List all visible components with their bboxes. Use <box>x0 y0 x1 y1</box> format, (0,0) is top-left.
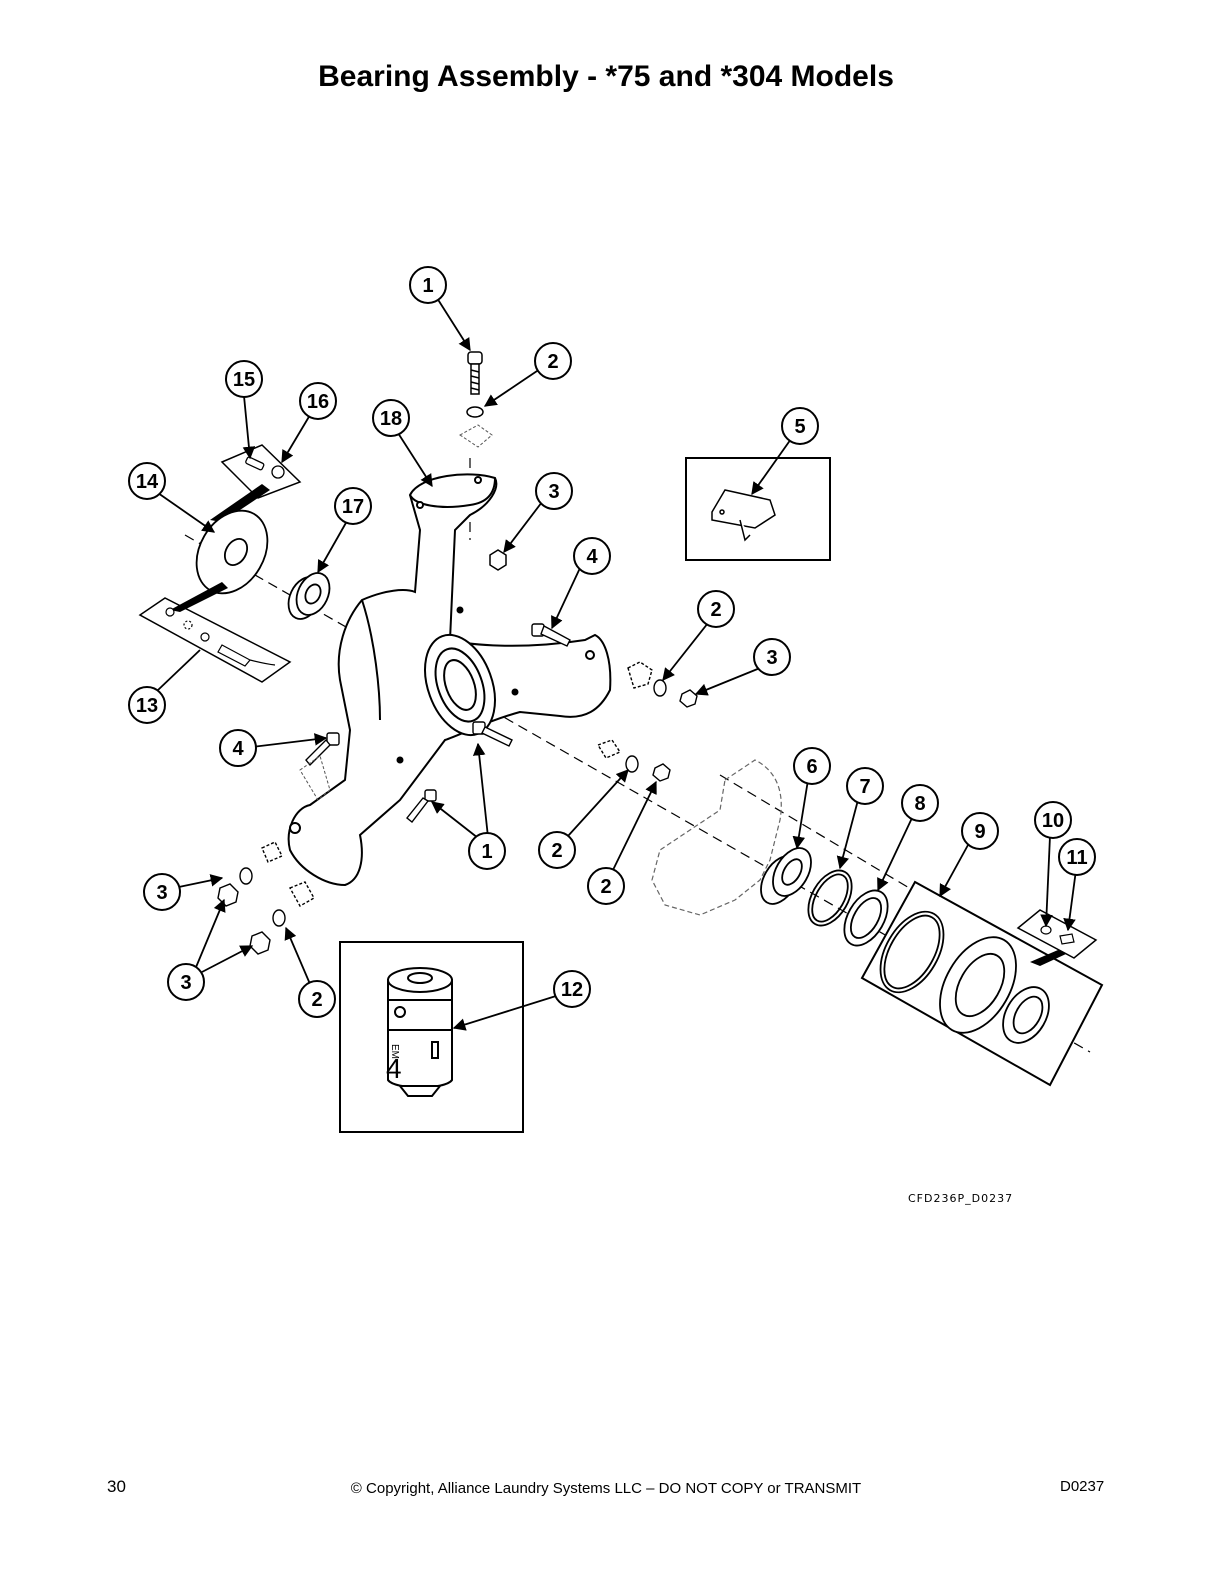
washer-part-2-left-a <box>239 867 253 885</box>
nut-part-3-right <box>679 689 698 708</box>
nut-part-3-top <box>489 549 507 571</box>
callout-label: 12 <box>561 979 583 1001</box>
callout-label: 3 <box>180 972 191 994</box>
page-number: 30 <box>107 1477 126 1496</box>
callout-label: 6 <box>806 756 817 778</box>
callout-12 <box>553 970 591 1008</box>
callout-label: 14 <box>136 471 159 493</box>
copyright-notice: © Copyright, Alliance Laundry Systems LL… <box>350 1480 862 1497</box>
seal-part-8 <box>843 889 889 947</box>
callouts <box>128 266 1096 1018</box>
callout-11 <box>1058 838 1096 876</box>
bearing-part-17 <box>287 572 331 620</box>
callout-2-top <box>534 342 572 380</box>
callout-3-top <box>535 472 573 510</box>
callout-label: 13 <box>136 695 158 717</box>
callout-label: 3 <box>156 882 167 904</box>
washer-part-2-mid <box>625 755 639 773</box>
screw-part-11 <box>1059 933 1075 945</box>
washer-part-2-top <box>466 406 484 418</box>
bearing-part-6 <box>760 847 812 905</box>
leader-lines <box>157 297 1077 1031</box>
document-code: D0237 <box>1060 1478 1105 1495</box>
callout-16 <box>299 382 337 420</box>
bolt-part-4-upper <box>531 623 571 647</box>
callout-label: 4 <box>232 738 244 760</box>
callout-label: 7 <box>859 776 870 798</box>
callout-label: 17 <box>342 496 364 518</box>
bearing-housing-spider <box>287 473 612 887</box>
callout-15 <box>225 360 263 398</box>
callout-13 <box>128 686 166 724</box>
part-12-label-top: EM <box>389 1044 400 1059</box>
callout-5 <box>781 407 819 445</box>
part-13-detail-box <box>138 597 292 683</box>
dashed-frame-outline <box>651 759 782 916</box>
grease-cartridge-part-12 <box>387 967 453 1097</box>
o-ring-part-9 <box>879 910 945 994</box>
callout-18 <box>372 399 410 437</box>
callout-4-upper <box>573 537 611 575</box>
callout-label: 2 <box>600 876 611 898</box>
callout-6 <box>793 747 831 785</box>
washer-part-10 <box>1040 925 1052 935</box>
callout-2-right <box>697 590 735 628</box>
callout-label: 9 <box>974 821 985 843</box>
plate-part-14 <box>195 509 269 595</box>
page-title: Bearing Assembly - *75 and *304 Models <box>318 60 894 93</box>
screw-part-15 <box>245 456 265 471</box>
bolt-part-1-lower <box>406 789 437 823</box>
callout-3-left <box>167 963 205 1001</box>
callout-2-left <box>143 873 181 911</box>
callout-14 <box>128 462 166 500</box>
callout-9 <box>961 812 999 850</box>
bolt-part-1-center <box>472 721 513 747</box>
callout-1-lower <box>468 832 506 870</box>
callout-label: 3 <box>548 481 559 503</box>
part-12-label-big: 4 <box>386 1053 402 1084</box>
part-10-11-detail-box <box>1016 909 1098 959</box>
callout-7 <box>846 767 884 805</box>
callout-label: 8 <box>914 793 925 815</box>
callout-label: 10 <box>1042 810 1064 832</box>
callout-label: 2 <box>710 599 721 621</box>
callout-label: 11 <box>1066 847 1087 869</box>
callout-label: 2 <box>551 840 562 862</box>
callout-label: 4 <box>586 546 598 568</box>
bolt-part-1-top <box>467 351 483 395</box>
callout-label: 2 <box>311 989 322 1011</box>
callout-label: 16 <box>307 391 329 413</box>
callout-2-bottom <box>298 980 336 1018</box>
callout-1-top <box>409 266 447 304</box>
callout-17 <box>334 487 372 525</box>
callout-8 <box>901 784 939 822</box>
callout-10 <box>1034 801 1072 839</box>
callout-label: 1 <box>422 275 433 297</box>
callout-label: 3 <box>766 647 777 669</box>
washer-part-2-left-b <box>272 909 286 927</box>
retaining-ring-part-7 <box>807 869 853 927</box>
callout-label: 5 <box>794 416 805 438</box>
callout-label: 1 <box>481 841 492 863</box>
washer-part-2-right <box>653 679 667 697</box>
lockwasher-part-16 <box>271 465 285 479</box>
bracket-part-5 <box>711 489 776 542</box>
drawing-code: CFD236P_D0237 <box>908 1192 1014 1205</box>
callout-label: 15 <box>233 369 255 391</box>
ghost-nut-right-upper <box>627 661 653 689</box>
nut-part-3-mid <box>652 763 671 782</box>
callout-2-mid <box>538 831 576 869</box>
callout-3-right <box>753 638 791 676</box>
nut-part-3-left-b <box>249 931 271 955</box>
callout-label: 18 <box>380 408 402 430</box>
callout-4-lower <box>219 729 257 767</box>
nut-part-3-left-a <box>217 883 239 907</box>
callout-label: 2 <box>547 351 558 373</box>
callout-3-mid <box>587 867 625 905</box>
